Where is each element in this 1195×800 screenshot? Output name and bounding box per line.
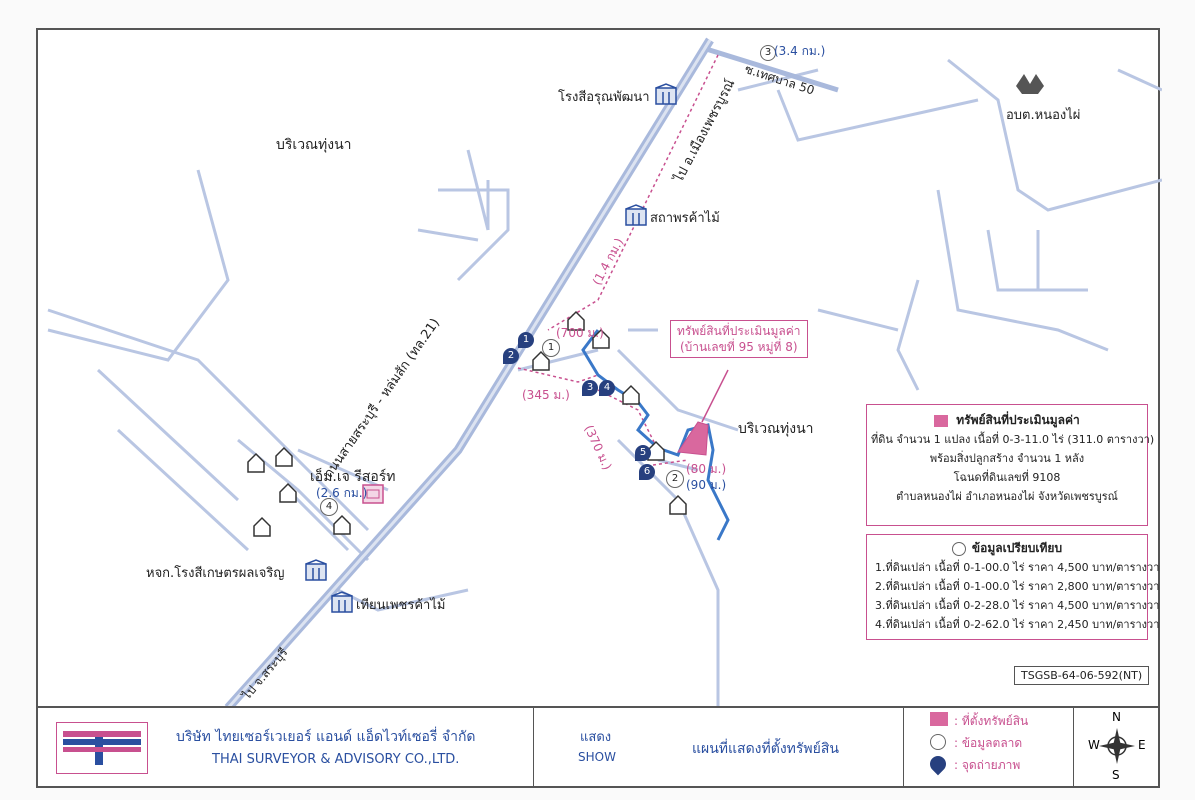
landmark-label-timber-sathaporn: สถาพรค้าไม้ bbox=[650, 211, 720, 226]
landmark-label-resort: เอ็ม.เจ รีสอร์ท bbox=[310, 469, 396, 485]
legend-subject-line: ตำบลหนองไผ่ อำเภอหนองไผ่ จังหวัดเพชรบูรณ… bbox=[896, 490, 1118, 503]
photo-point-label: 2 bbox=[507, 350, 515, 361]
legend-comparables-title: ข้อมูลเปรียบเทียบ bbox=[971, 541, 1063, 555]
key-cell: : ที่ตั้งทรัพย์สิน : ข้อมูลตลาด : จุดถ่า… bbox=[904, 708, 1074, 788]
legend-subject-header: ทรัพย์สินที่ประเมินมูลค่า bbox=[871, 411, 1143, 430]
legend-subject-line: โฉนดที่ดินเลขที่ 9108 bbox=[953, 471, 1061, 484]
distance-label-80m: (80 ม.) bbox=[686, 462, 727, 476]
subject-key-swatch-icon bbox=[930, 712, 948, 726]
legend-comparables-header: ข้อมูลเปรียบเทียบ bbox=[871, 539, 1143, 558]
legend-subject-line: พร้อมสิ่งปลูกสร้าง จำนวน 1 หลัง bbox=[929, 452, 1085, 465]
comparable-marker-1[interactable]: 1 bbox=[542, 339, 560, 357]
key-market-label: : ข้อมูลตลาด bbox=[954, 736, 1023, 750]
title-block: บริษัท ไทยเซอร์เวเยอร์ แอนด์ แอ็ดไวท์เซอ… bbox=[36, 706, 1160, 788]
key-subject-label: : ที่ตั้งทรัพย์สิน bbox=[954, 714, 1029, 728]
comparable-marker-3[interactable]: 3 bbox=[760, 45, 776, 61]
callout-leader bbox=[701, 369, 729, 423]
photo-point-3[interactable]: 3 bbox=[582, 380, 598, 396]
document-code: TSGSB-64-06-592(NT) bbox=[1014, 666, 1150, 685]
comparable-marker-4[interactable]: 4 bbox=[320, 498, 338, 516]
photo-point-5[interactable]: 5 bbox=[635, 445, 651, 461]
area-label-rice-field-east: บริเวณทุ่งนา bbox=[738, 421, 814, 437]
show-label-thai: แสดง bbox=[580, 730, 612, 745]
landmark-label-mill-kaset: หจก.โรงสีเกษตรผลเจริญ bbox=[146, 566, 285, 581]
compass-n: N bbox=[1112, 710, 1121, 724]
compass-w: W bbox=[1088, 738, 1100, 752]
photo-point-2[interactable]: 2 bbox=[503, 348, 519, 364]
resort-icon bbox=[362, 484, 384, 504]
distance-label-3-4km: (3.4 กม.) bbox=[774, 44, 826, 58]
subject-callout-title: ทรัพย์สินที่ประเมินมูลค่า bbox=[677, 324, 801, 338]
market-key-circle-icon bbox=[930, 734, 946, 750]
company-name-english: THAI SURVEYOR & ADVISORY CO.,LTD. bbox=[212, 752, 460, 767]
photo-point-6[interactable]: 6 bbox=[639, 464, 655, 480]
comparable-marker-label: 3 bbox=[764, 47, 772, 58]
tao-emblem-icon bbox=[1016, 74, 1044, 94]
landmark-label-mill-arun: โรงสีอรุณพัฒนา bbox=[558, 90, 650, 105]
distance-label-2-6km: (2.6 กม.) bbox=[316, 486, 368, 500]
show-cell: แสดง SHOW แผนที่แสดงที่ตั้งทรัพย์สิน bbox=[534, 708, 904, 788]
company-logo bbox=[56, 722, 148, 774]
map-canvas bbox=[47, 37, 1162, 708]
legend-subject-panel: ทรัพย์สินที่ประเมินมูลค่า ที่ดิน จำนวน 1… bbox=[866, 404, 1155, 526]
minor-roads bbox=[47, 58, 1162, 708]
photo-point-label: 5 bbox=[639, 447, 647, 458]
photo-point-label: 1 bbox=[522, 334, 530, 345]
photo-key-marker-icon bbox=[926, 752, 950, 776]
subject-parcel bbox=[677, 421, 709, 456]
distance-label-90m: (90 ม.) bbox=[686, 478, 727, 492]
comparable-marker-label: 4 bbox=[325, 501, 333, 512]
subject-callout: ทรัพย์สินที่ประเมินมูลค่า (บ้านเลขที่ 95… bbox=[670, 320, 808, 358]
photo-point-4[interactable]: 4 bbox=[599, 380, 615, 396]
compass-cell: N S W E bbox=[1074, 708, 1160, 788]
compass-e: E bbox=[1138, 738, 1146, 752]
compass-icon bbox=[1099, 728, 1135, 764]
legend-subject-title: ทรัพย์สินที่ประเมินมูลค่า bbox=[956, 413, 1080, 427]
legend-comparable-line: 2.ที่ดินเปล่า เนื้อที่ 0-1-00.0 ไร่ ราคา… bbox=[875, 580, 1160, 593]
comparable-marker-label: 1 bbox=[547, 342, 555, 353]
photo-point-label: 4 bbox=[603, 382, 611, 393]
photo-point-label: 3 bbox=[586, 382, 594, 393]
area-label-rice-field-west: บริเวณทุ่งนา bbox=[276, 137, 352, 153]
legend-comparable-line: 1.ที่ดินเปล่า เนื้อที่ 0-1-00.0 ไร่ ราคา… bbox=[875, 561, 1160, 574]
comparable-marker-2[interactable]: 2 bbox=[666, 470, 684, 488]
comparable-marker-label: 2 bbox=[671, 473, 679, 484]
photo-point-label: 6 bbox=[643, 466, 651, 477]
comparable-circle-icon bbox=[951, 541, 966, 556]
legend-subject-line: ที่ดิน จำนวน 1 แปลง เนื้อที่ 0-3-11.0 ไร… bbox=[871, 433, 1155, 446]
company-cell: บริษัท ไทยเซอร์เวเยอร์ แอนด์ แอ็ดไวท์เซอ… bbox=[36, 708, 534, 788]
map-title: แผนที่แสดงที่ตั้งทรัพย์สิน bbox=[692, 741, 839, 757]
compass-s: S bbox=[1112, 768, 1120, 782]
soi-road bbox=[702, 45, 839, 93]
legend-comparables-panel: ข้อมูลเปรียบเทียบ 1.ที่ดินเปล่า เนื้อที่… bbox=[866, 534, 1160, 640]
distance-lines bbox=[517, 54, 719, 466]
distance-label-345m: (345 ม.) bbox=[522, 388, 570, 402]
house-icons bbox=[247, 310, 687, 537]
company-name-thai: บริษัท ไทยเซอร์เวเยอร์ แอนด์ แอ็ดไวท์เซอ… bbox=[176, 729, 476, 745]
map-frame: 1 2 3 4 1 2 3 4 5 6 บริเวณทุ่งนา บริเวณท… bbox=[36, 28, 1162, 788]
building-icons bbox=[305, 83, 677, 613]
distance-label-700m: (700 ม.) bbox=[556, 326, 604, 340]
landmark-label-timber-thian: เทียนเพชรค้าไม้ bbox=[356, 598, 446, 613]
show-label-english: SHOW bbox=[578, 750, 616, 764]
legend-comparable-line: 4.ที่ดินเปล่า เนื้อที่ 0-2-62.0 ไร่ ราคา… bbox=[875, 618, 1160, 631]
key-photo-label: : จุดถ่ายภาพ bbox=[954, 758, 1021, 772]
subject-swatch-icon bbox=[934, 414, 949, 427]
subject-callout-address: (บ้านเลขที่ 95 หมู่ที่ 8) bbox=[679, 340, 798, 354]
photo-point-1[interactable]: 1 bbox=[518, 332, 534, 348]
legend-comparable-line: 3.ที่ดินเปล่า เนื้อที่ 0-2-28.0 ไร่ ราคา… bbox=[875, 599, 1160, 612]
landmark-label-tao: อบต.หนองไผ่ bbox=[1006, 108, 1081, 123]
